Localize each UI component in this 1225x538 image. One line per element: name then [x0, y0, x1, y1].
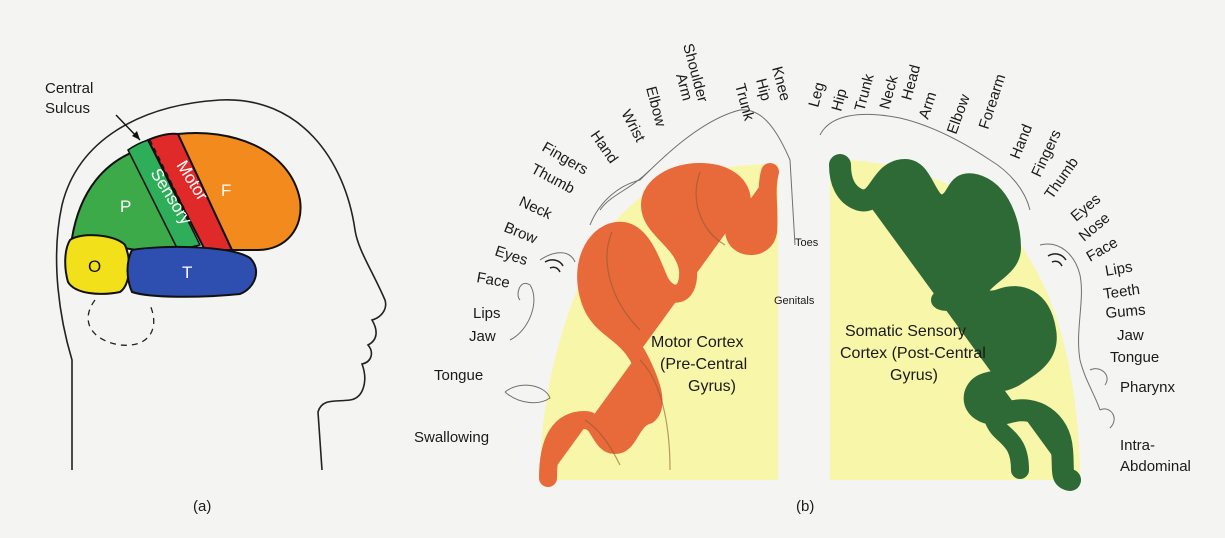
- sensory-label-gums: Gums: [1105, 302, 1146, 322]
- motor-label-face: Face: [475, 269, 511, 292]
- sensory-label-tongue: Tongue: [1110, 349, 1159, 366]
- motor-label-wrist: Wrist: [617, 107, 648, 146]
- panel-b: Motor Cortex (Pre-Central Gyrus) Somatic…: [414, 42, 1191, 515]
- caption-b: (b): [796, 498, 814, 515]
- sensory-label-hip: Hip: [828, 87, 850, 113]
- sensory-label-elbow: Elbow: [944, 92, 974, 136]
- sensory-label-head: Head: [898, 63, 924, 102]
- sensory-label-lips: Lips: [1104, 258, 1134, 280]
- sensory-label-teeth: Teeth: [1102, 281, 1141, 303]
- motor-label-lips: Lips: [473, 305, 501, 322]
- motor-eye-sketch: [545, 260, 563, 272]
- central-sulcus-label-2: Sulcus: [45, 100, 90, 117]
- motor-label-neck: Neck: [516, 193, 555, 223]
- toes-label: Toes: [795, 237, 819, 249]
- ear-outline: [88, 300, 154, 345]
- parietal-label: P: [120, 197, 131, 216]
- occipital-label: O: [88, 257, 101, 276]
- sensory-label-jaw: Jaw: [1117, 327, 1144, 344]
- sensory-eye-sketch: [1048, 254, 1066, 266]
- sensory-label-forearm: Forearm: [976, 72, 1010, 131]
- panel-a: Central Sulcus P Sensory Motor F O T (a): [45, 80, 386, 515]
- sensory-label-arm: Arm: [916, 90, 941, 121]
- sensory-label-trunk: Trunk: [851, 72, 877, 113]
- motor-label-eyes: Eyes: [493, 243, 530, 269]
- temporal-label: T: [182, 263, 192, 282]
- motor-label-jaw: Jaw: [469, 328, 496, 345]
- motor-label-swallowing: Swallowing: [414, 429, 489, 446]
- sensory-label-abdominal: Abdominal: [1120, 458, 1191, 475]
- sensory-label-intra: Intra-: [1120, 437, 1155, 454]
- motor-label-brow: Brow: [502, 219, 540, 248]
- motor-cortex-label-2: (Pre-Central: [660, 356, 747, 373]
- central-sulcus-label-1: Central: [45, 80, 93, 97]
- caption-a: (a): [193, 498, 211, 515]
- sensory-cortex-label-3: Gyrus): [890, 367, 938, 384]
- sensory-label-pharynx: Pharynx: [1120, 379, 1176, 396]
- sensory-label-neck: Neck: [876, 73, 901, 111]
- sensory-label-leg: Leg: [805, 80, 828, 109]
- sensory-cortex-label-1: Somatic Sensory: [845, 323, 966, 340]
- frontal-label: F: [221, 181, 231, 200]
- motor-label-elbow: Elbow: [642, 85, 669, 129]
- motor-label-hip: Hip: [752, 77, 774, 103]
- motor-label-trunk: Trunk: [731, 82, 757, 123]
- motor-cortex-label-3: Gyrus): [688, 378, 736, 395]
- motor-cortex-label-1: Motor Cortex: [651, 334, 743, 351]
- genitals-label: Genitals: [774, 295, 815, 307]
- motor-label-hand: Hand: [587, 128, 621, 167]
- sensory-cortex-label-2: Cortex (Post-Central: [840, 345, 986, 362]
- motor-label-tongue: Tongue: [434, 367, 483, 384]
- sensory-label-hand: Hand: [1007, 122, 1036, 162]
